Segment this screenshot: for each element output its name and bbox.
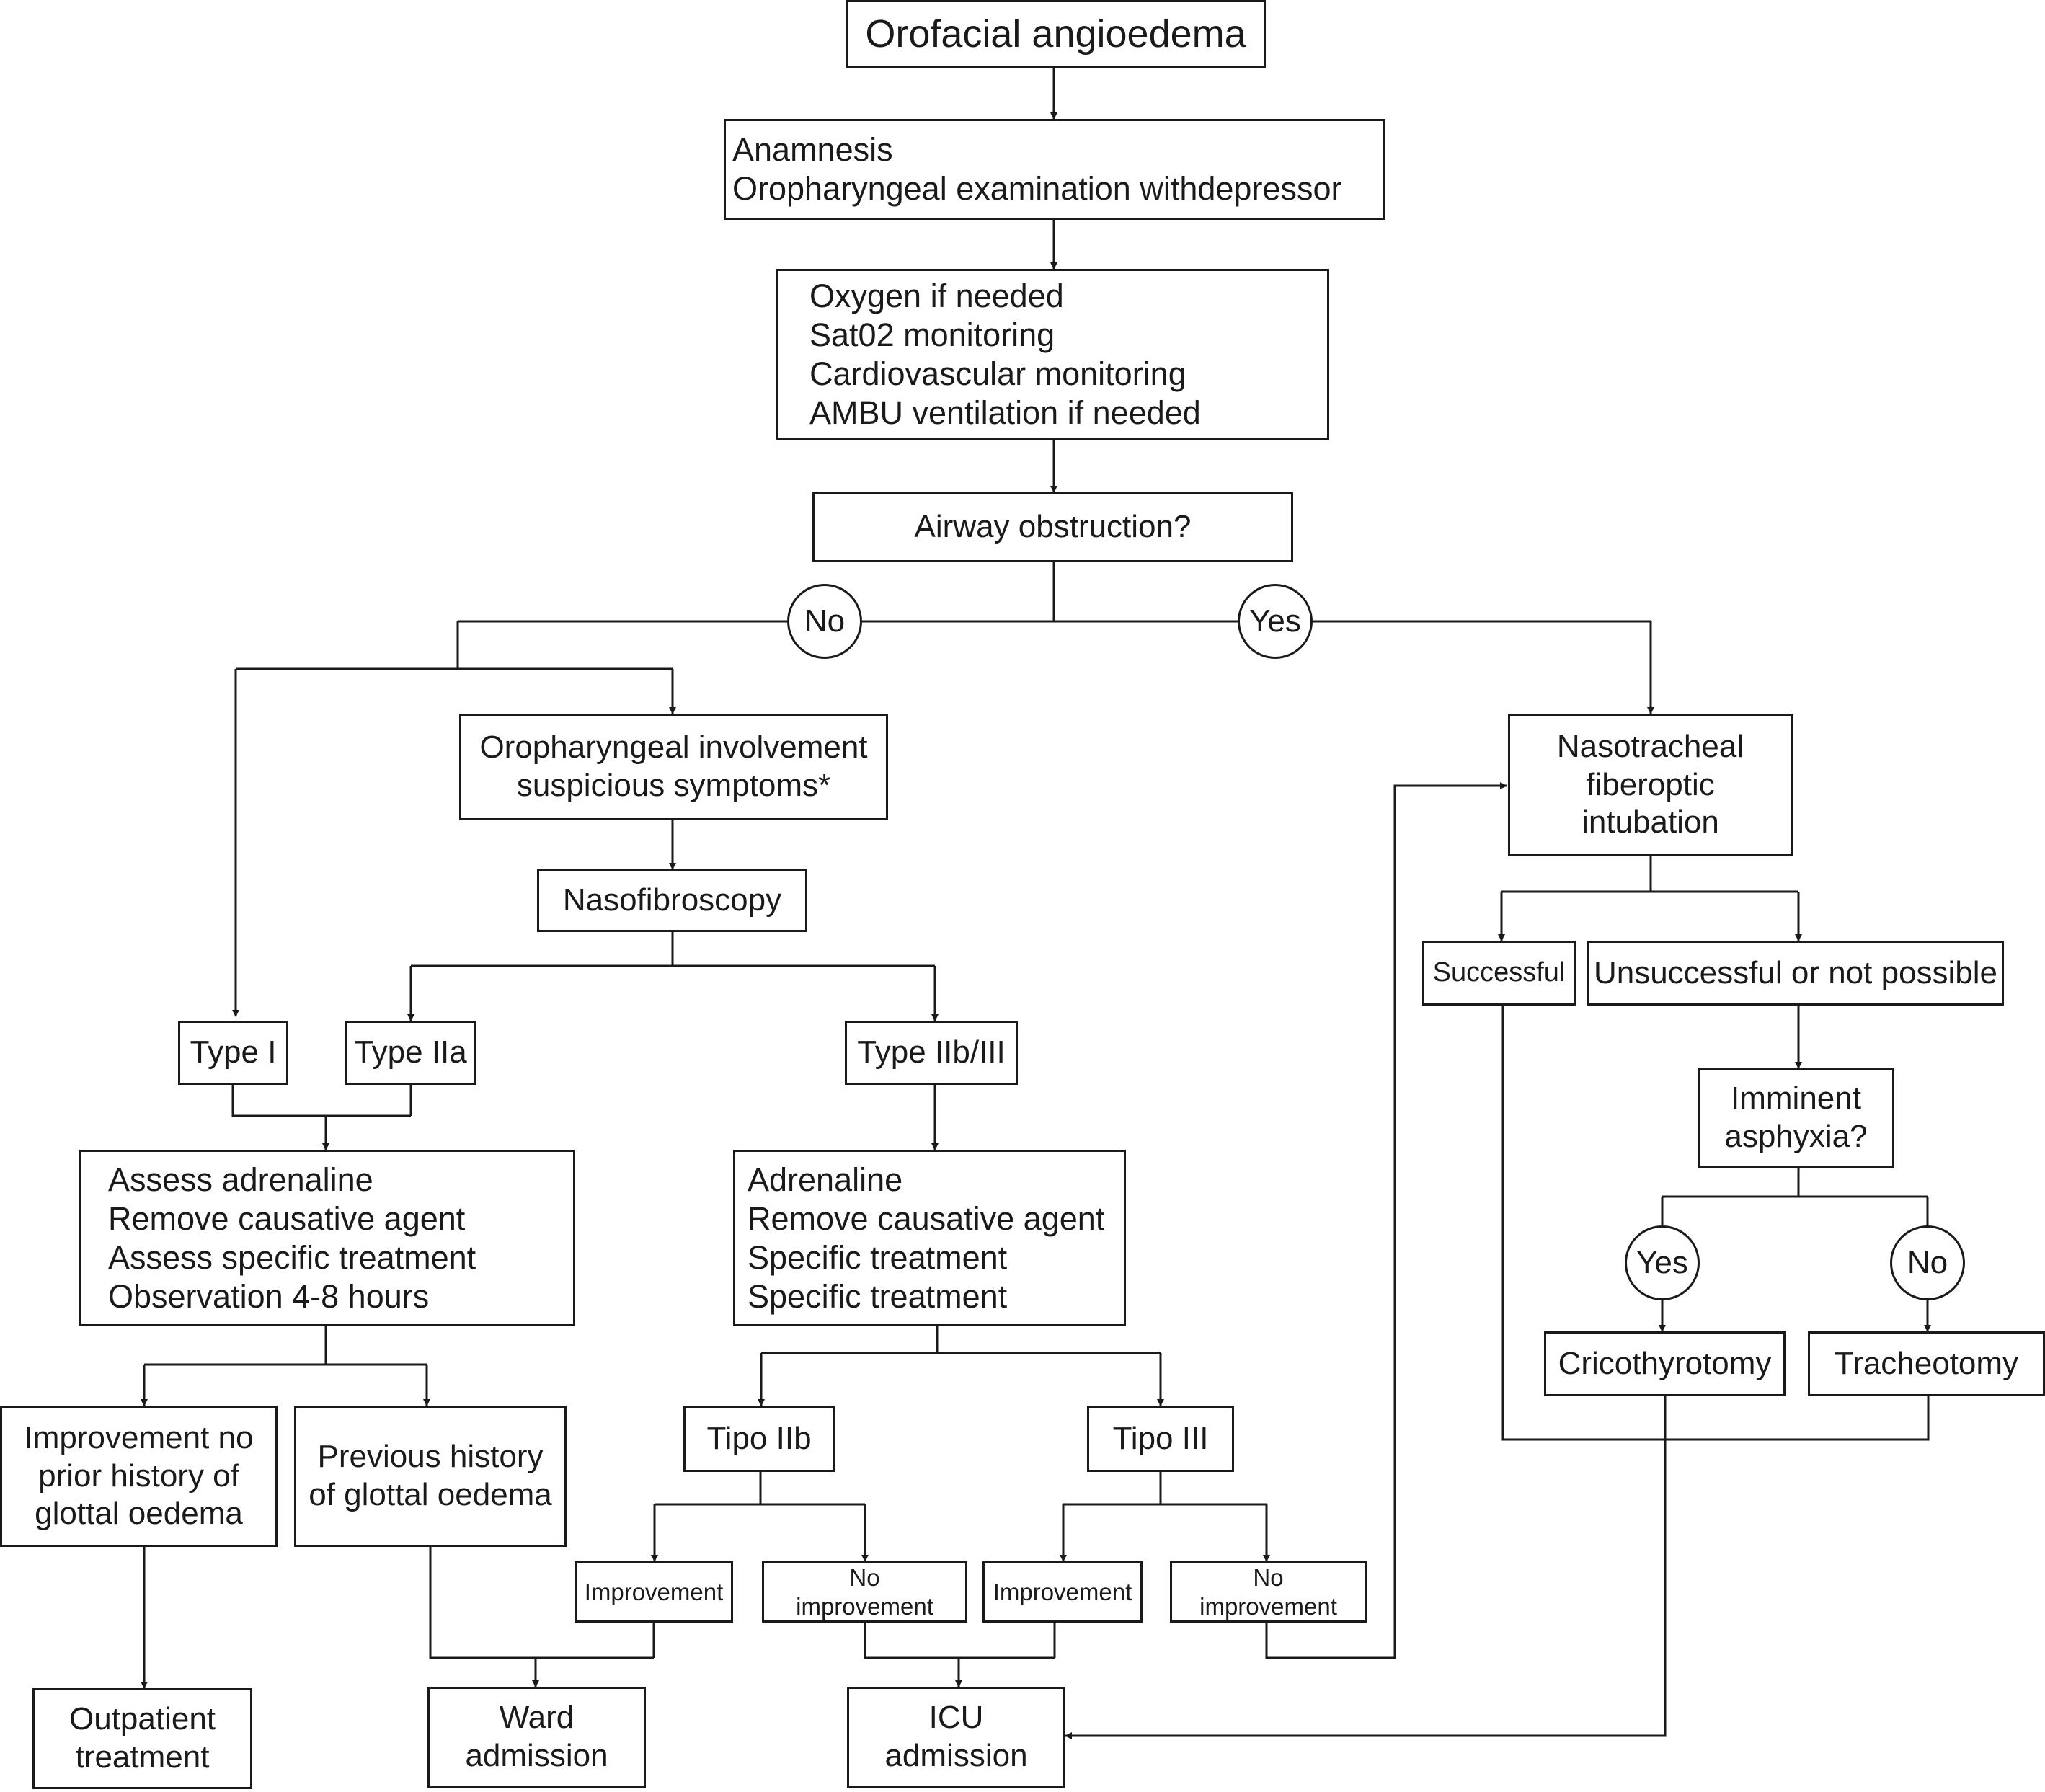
arrow-cricothyrotomy-to-icu xyxy=(1065,1396,1667,1739)
node-improvement-iii: Improvement xyxy=(982,1561,1143,1623)
node-tracheotomy: Tracheotomy xyxy=(1808,1331,2045,1396)
node-type-iib-iii: Type IIb/III xyxy=(845,1021,1018,1085)
node-previous-history: Previous history of glottal oedema xyxy=(294,1406,567,1547)
node-adrenaline: Adrenaline Remove causative agent Specif… xyxy=(733,1150,1126,1326)
line-successful-to-tracheotomy xyxy=(1501,1006,1930,1441)
decision-no: No xyxy=(787,584,862,659)
node-tipo-iib: Tipo IIb xyxy=(683,1406,835,1472)
node-improvement-no-prior-history: Improvement no prior history of glottal … xyxy=(0,1406,278,1547)
node-ward-admission: Ward admission xyxy=(427,1687,646,1788)
node-cricothyrotomy: Cricothyrotomy xyxy=(1544,1331,1786,1396)
decision-no-asphyxia: No xyxy=(1890,1225,1965,1300)
decision-yes-asphyxia: Yes xyxy=(1625,1225,1700,1300)
node-oropharyngeal-involvement: Oropharyngeal involvement suspicious sym… xyxy=(459,714,888,820)
node-outpatient-treatment: Outpatient treatment xyxy=(32,1688,252,1789)
node-initial-support: Oxygen if needed Sat02 monitoring Cardio… xyxy=(776,269,1329,440)
node-type-iia: Type IIa xyxy=(345,1021,476,1085)
node-nasotracheal-intubation: Nasotracheal fiberoptic intubation xyxy=(1508,714,1793,856)
node-orofacial-angioedema: Orofacial angioedema xyxy=(846,0,1266,68)
node-assess-adrenaline: Assess adrenaline Remove causative agent… xyxy=(79,1150,575,1326)
node-airway-obstruction: Airway obstruction? xyxy=(812,492,1293,562)
node-successful: Successful xyxy=(1422,941,1576,1006)
node-tipo-iii: Tipo III xyxy=(1087,1406,1234,1472)
line-previous-history-to-ward xyxy=(429,1547,654,1659)
node-improvement-iib: Improvement xyxy=(575,1561,733,1623)
node-anamnesis: Anamnesis Oropharyngeal examination with… xyxy=(724,119,1385,220)
decision-yes: Yes xyxy=(1238,584,1313,659)
arrow-no-improvement-b-to-nasotracheal xyxy=(1265,782,1507,1659)
node-no-improvement-iib: No improvement xyxy=(762,1561,967,1623)
node-type-i: Type I xyxy=(178,1021,288,1085)
node-nasofibroscopy: Nasofibroscopy xyxy=(537,869,807,932)
line-no-improvement-a-to-icu xyxy=(864,1623,1055,1659)
node-imminent-asphyxia: Imminent asphyxia? xyxy=(1698,1068,1894,1168)
node-icu-admission: ICU admission xyxy=(847,1687,1065,1788)
node-unsuccessful: Unsuccessful or not possible xyxy=(1587,941,2004,1006)
line-type-i-down xyxy=(231,1085,411,1117)
node-no-improvement-iii: No improvement xyxy=(1170,1561,1367,1623)
